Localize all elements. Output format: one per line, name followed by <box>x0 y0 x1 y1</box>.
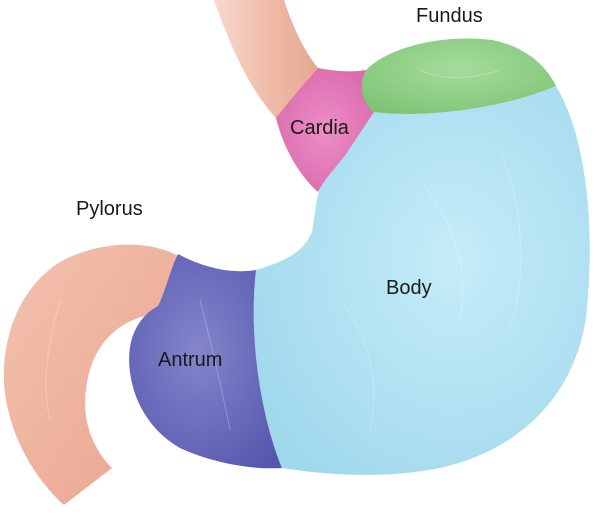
esophagus-region <box>214 0 318 118</box>
pylorus-label: Pylorus <box>76 198 143 220</box>
cardia-label: Cardia <box>290 117 349 139</box>
duodenum-region <box>3 244 179 505</box>
fundus-region <box>361 38 556 114</box>
surface-texture <box>45 69 522 431</box>
antrum-label: Antrum <box>158 349 223 371</box>
body-region <box>253 86 590 475</box>
cardia-region <box>276 68 374 192</box>
body-label: Body <box>386 277 432 299</box>
antrum-region <box>129 254 282 469</box>
fundus-label: Fundus <box>416 5 483 27</box>
